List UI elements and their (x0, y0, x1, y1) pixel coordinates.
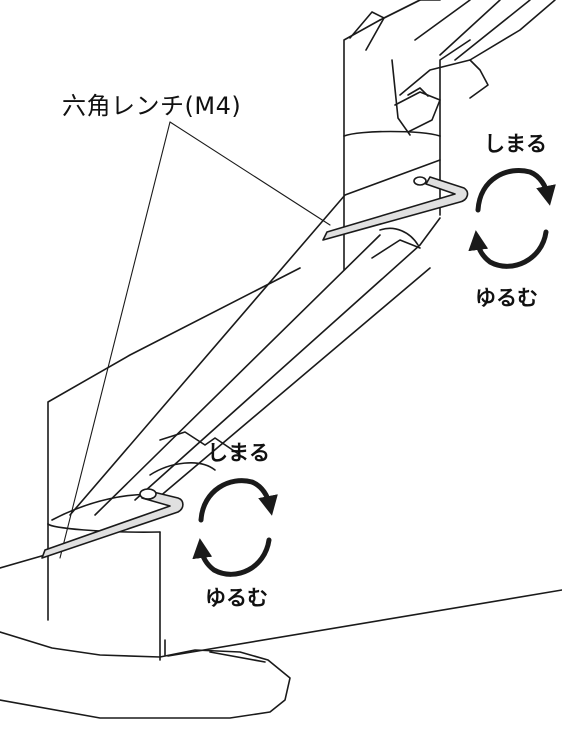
hex-wrench-bottom (41, 488, 184, 559)
base-plate (0, 554, 562, 719)
loosen-label-top: ゆるむ (475, 286, 538, 310)
hex-wrench-label: 六角レンチ(M4) (62, 92, 242, 120)
loosen-label-bottom: ゆるむ (205, 586, 268, 610)
tighten-label-bottom: しまる (207, 441, 270, 465)
rotation-arrow-bottom (192, 478, 278, 577)
upper-arm (349, 0, 556, 136)
rotation-arrow-top (468, 168, 556, 269)
arm-body (69, 159, 441, 516)
hex-wrench-top (322, 176, 469, 241)
callout-leader-lines (59, 121, 331, 559)
tighten-label-top: しまる (484, 132, 547, 156)
top-joint (343, 0, 471, 271)
